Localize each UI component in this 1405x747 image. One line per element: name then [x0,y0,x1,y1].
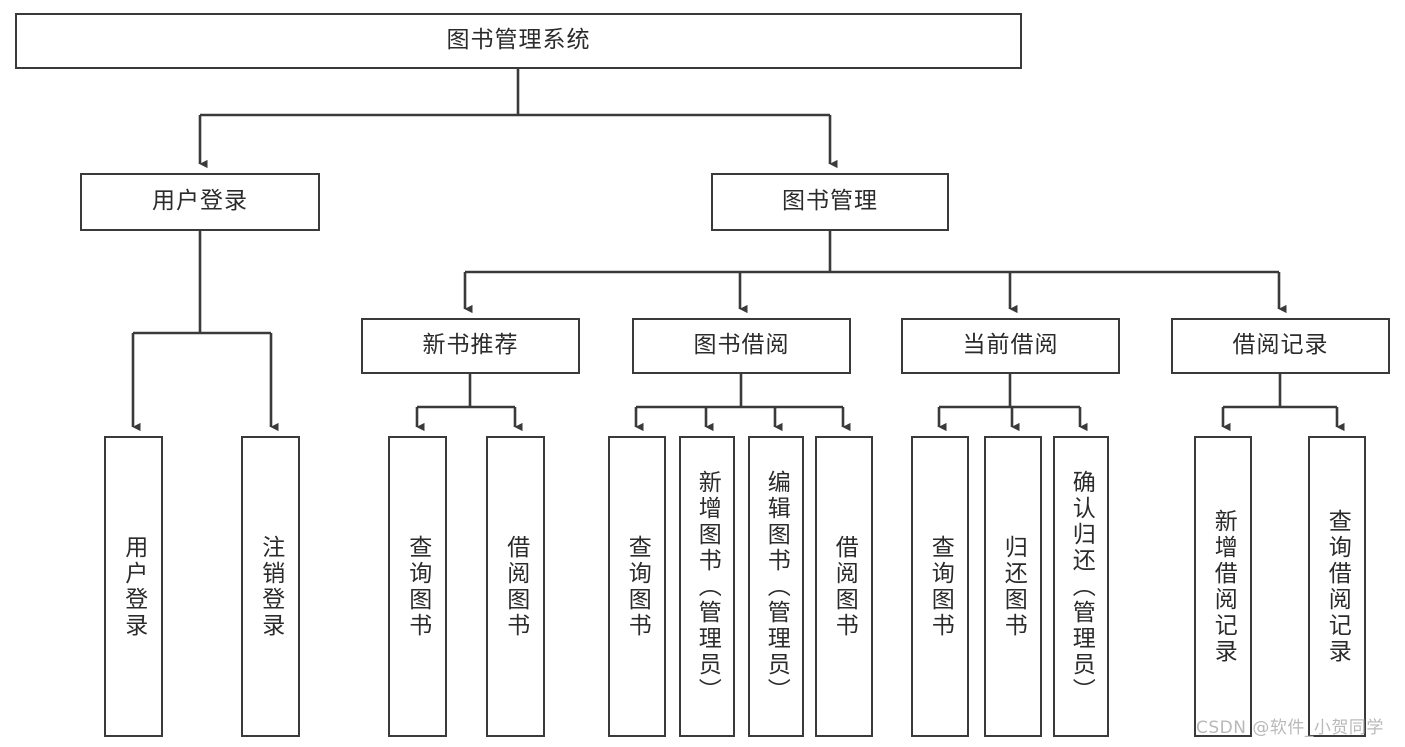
leaf-label: 查询图书 [624,534,651,639]
leaf-logout[interactable]: 注销登录 [241,436,300,737]
node-book-management[interactable]: 图书管理 [711,173,949,231]
node-current-borrow-label: 当前借阅 [962,332,1059,359]
node-new-book-recommend-label: 新书推荐 [422,332,519,359]
leaf-label: 新增图书（管理员） [694,469,721,704]
leaf-query-borrow-record[interactable]: 查询借阅记录 [1308,436,1366,737]
node-current-borrow[interactable]: 当前借阅 [901,318,1120,374]
node-borrow-record-label: 借阅记录 [1232,332,1329,359]
leaf-add-book-admin[interactable]: 新增图书（管理员） [679,436,735,737]
leaf-return-book[interactable]: 归还图书 [984,436,1042,737]
node-root[interactable]: 图书管理系统 [15,13,1022,69]
leaf-label: 查询借阅记录 [1324,508,1351,665]
node-book-borrow-label: 图书借阅 [693,332,790,359]
leaf-add-borrow-record[interactable]: 新增借阅记录 [1194,436,1252,737]
node-book-borrow[interactable]: 图书借阅 [632,318,851,374]
node-user-login-label: 用户登录 [152,188,248,215]
leaf-user-login[interactable]: 用户登录 [104,436,163,737]
leaf-label: 归还图书 [1000,534,1027,639]
leaf-label: 注销登录 [257,534,284,639]
leaf-label: 借阅图书 [831,534,858,639]
node-book-management-label: 图书管理 [782,188,878,215]
leaf-query-book-borrow[interactable]: 查询图书 [608,436,666,737]
leaf-label: 借阅图书 [502,534,529,639]
leaf-borrow-book-recommend[interactable]: 借阅图书 [486,436,545,737]
leaf-label: 新增借阅记录 [1210,508,1237,665]
leaf-label: 查询图书 [404,534,431,639]
leaf-label: 查询图书 [927,534,954,639]
node-borrow-record[interactable]: 借阅记录 [1171,318,1390,374]
node-new-book-recommend[interactable]: 新书推荐 [361,318,580,374]
node-root-label: 图书管理系统 [446,27,591,54]
leaf-label: 用户登录 [120,534,147,639]
leaf-confirm-return-admin[interactable]: 确认归还（管理员） [1053,436,1109,737]
leaf-label: 编辑图书（管理员） [763,469,790,704]
leaf-query-book-current[interactable]: 查询图书 [911,436,969,737]
leaf-edit-book-admin[interactable]: 编辑图书（管理员） [748,436,804,737]
leaf-query-book-recommend[interactable]: 查询图书 [388,436,447,737]
leaf-label: 确认归还（管理员） [1068,469,1095,704]
node-user-login[interactable]: 用户登录 [80,173,320,231]
leaf-borrow-book[interactable]: 借阅图书 [815,436,873,737]
